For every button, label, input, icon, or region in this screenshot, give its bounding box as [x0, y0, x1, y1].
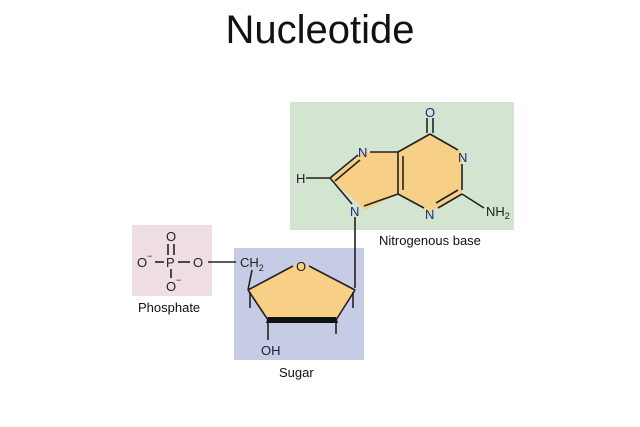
page-title: Nucleotide: [225, 8, 415, 52]
purine-ring-fill: [330, 134, 462, 212]
phosphate-oxygen-bottom: O: [166, 279, 176, 294]
phosphate-box: [132, 225, 212, 296]
base-nitrogen-3: N: [425, 207, 434, 222]
sugar-bonds: [208, 261, 356, 340]
base-amine-group: NH2: [486, 204, 510, 221]
sugar-bold-bond: [266, 317, 338, 323]
sugar-label: Sugar: [279, 365, 314, 380]
base-hydrogen-8: H: [296, 171, 305, 186]
base-nitrogen-7: N: [358, 145, 367, 160]
phosphate-label: Phosphate: [138, 300, 200, 315]
phosphate-oxygen-left: O: [137, 255, 147, 270]
phosphorus-atom: P: [166, 255, 175, 270]
phosphate-oxygen-top: O: [166, 229, 176, 244]
base-label: Nitrogenous base: [379, 233, 481, 248]
phosphate-charge-left: −: [147, 251, 152, 261]
phosphate-charge-bottom: −: [176, 275, 181, 285]
sugar-hydroxyl: OH: [261, 343, 281, 358]
base-nitrogen-9: N: [350, 204, 359, 219]
base-carbonyl-oxygen: O: [425, 105, 435, 120]
purine-bonds: [306, 118, 485, 288]
sugar-ch2-group: CH2: [240, 255, 264, 273]
phosphate-bonds: [155, 244, 190, 278]
sugar-ring-oxygen: O: [296, 259, 306, 274]
base-nitrogen-1: N: [458, 150, 467, 165]
phosphate-oxygen-bridge: O: [193, 255, 203, 270]
